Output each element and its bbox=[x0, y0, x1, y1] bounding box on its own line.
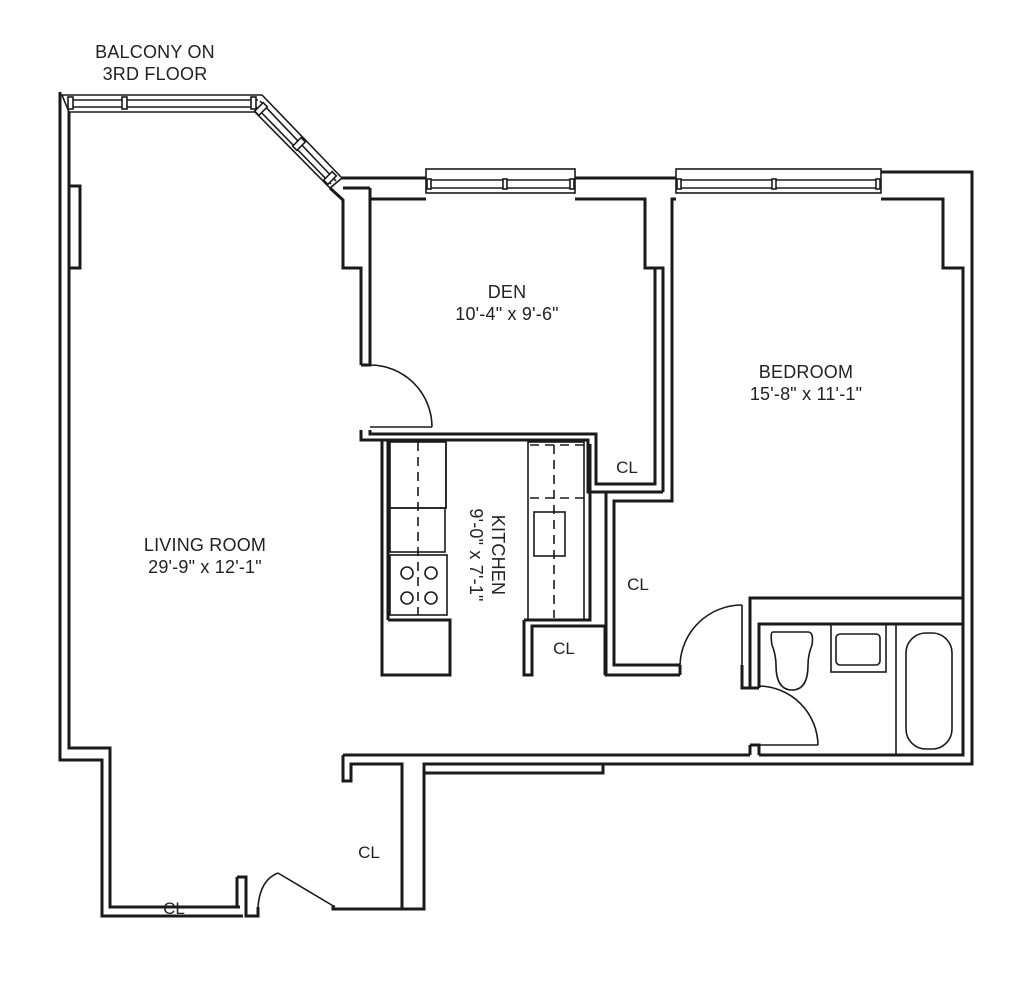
den-walls bbox=[359, 199, 663, 494]
bath-door-swing bbox=[758, 685, 819, 746]
closet-label-entry-right: CL bbox=[358, 843, 380, 862]
bedroom-dimensions: 15'-8" x 11'-1" bbox=[750, 384, 862, 404]
kitchen-dimensions: 9'-0" x 7'-1" bbox=[466, 508, 486, 601]
den-dimensions: 10'-4" x 9'-6" bbox=[455, 304, 559, 324]
closet-label-kitchen: CL bbox=[553, 639, 575, 658]
hall-door-swing bbox=[679, 604, 743, 666]
bathtub-icon bbox=[905, 632, 953, 750]
kitchen-name: KITCHEN bbox=[488, 515, 508, 595]
bathroom bbox=[748, 622, 963, 755]
closet-label-hall: CL bbox=[627, 575, 649, 594]
living-room-name: LIVING ROOM bbox=[144, 535, 266, 555]
closet-label-den: CL bbox=[616, 458, 638, 477]
kitchen-sink-icon bbox=[533, 511, 566, 557]
bedroom-walls bbox=[604, 268, 750, 690]
bedroom-name: BEDROOM bbox=[759, 362, 853, 382]
toilet-icon bbox=[770, 631, 814, 691]
closet-label-entry-left: CL bbox=[163, 899, 185, 918]
balcony-note-line2: 3RD FLOOR bbox=[103, 64, 208, 84]
kitchen bbox=[380, 440, 607, 677]
entry-door-swing bbox=[257, 872, 279, 908]
living-room-dimensions: 29'-9" x 12'-1" bbox=[148, 557, 262, 577]
den-name: DEN bbox=[488, 282, 527, 302]
den-window bbox=[425, 168, 576, 194]
entry-walls bbox=[235, 753, 750, 918]
balcony-note-line1: BALCONY ON bbox=[95, 42, 215, 62]
den-door-swing bbox=[369, 364, 433, 428]
bedroom-window bbox=[675, 168, 882, 194]
sink-icon bbox=[830, 623, 887, 673]
exterior-walls bbox=[58, 92, 974, 918]
